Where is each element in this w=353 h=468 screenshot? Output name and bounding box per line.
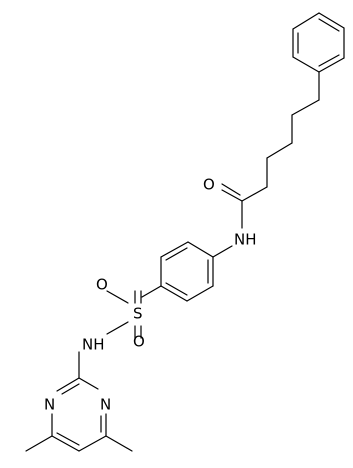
bond (221, 183, 241, 196)
bond (241, 186, 268, 202)
sulfonamide-group: NH (78, 336, 105, 379)
sulfonyl-group: S O O (96, 276, 162, 351)
bond (106, 321, 129, 335)
bond (318, 57, 345, 73)
bond (78, 377, 99, 390)
pyrimidine-nitrogen-left-label: N (44, 396, 55, 414)
methyl-bond (105, 435, 133, 452)
amide-group: NH (212, 200, 257, 258)
bond (56, 432, 80, 446)
bond (292, 12, 320, 30)
sulfonyl-oxygen-top-label: O (96, 276, 108, 294)
bond (187, 241, 214, 258)
bond (212, 245, 233, 258)
methyl-bond (25, 435, 53, 452)
bond (266, 142, 293, 159)
bond (61, 383, 80, 395)
bond (160, 285, 188, 302)
carbonyl-group: O (203, 176, 268, 202)
bond (291, 99, 320, 116)
bond (78, 435, 107, 452)
amide-nh-label: NH (234, 231, 257, 249)
carbonyl-oxygen-label: O (203, 176, 215, 194)
bond (56, 377, 80, 392)
bond (106, 290, 129, 304)
bond (165, 247, 188, 261)
bond (292, 56, 320, 73)
sulfonyl-oxygen-bottom-label: O (133, 333, 145, 351)
pyrimidine-ring: N N (25, 377, 133, 452)
bond (165, 282, 188, 296)
bond (141, 285, 162, 298)
benzene-ring (160, 241, 214, 302)
bond (318, 12, 345, 29)
bond (318, 18, 340, 32)
phenyl-ring (292, 12, 345, 73)
bond (221, 189, 243, 202)
sulfur-label: S (133, 305, 143, 323)
sulfonamide-nh-label: NH (82, 336, 105, 354)
bond (160, 241, 189, 258)
alkyl-chain (266, 71, 320, 188)
pyrimidine-nitrogen-right-label: N (100, 396, 111, 414)
bond (186, 285, 214, 302)
bond (51, 435, 80, 452)
bond (318, 54, 340, 67)
